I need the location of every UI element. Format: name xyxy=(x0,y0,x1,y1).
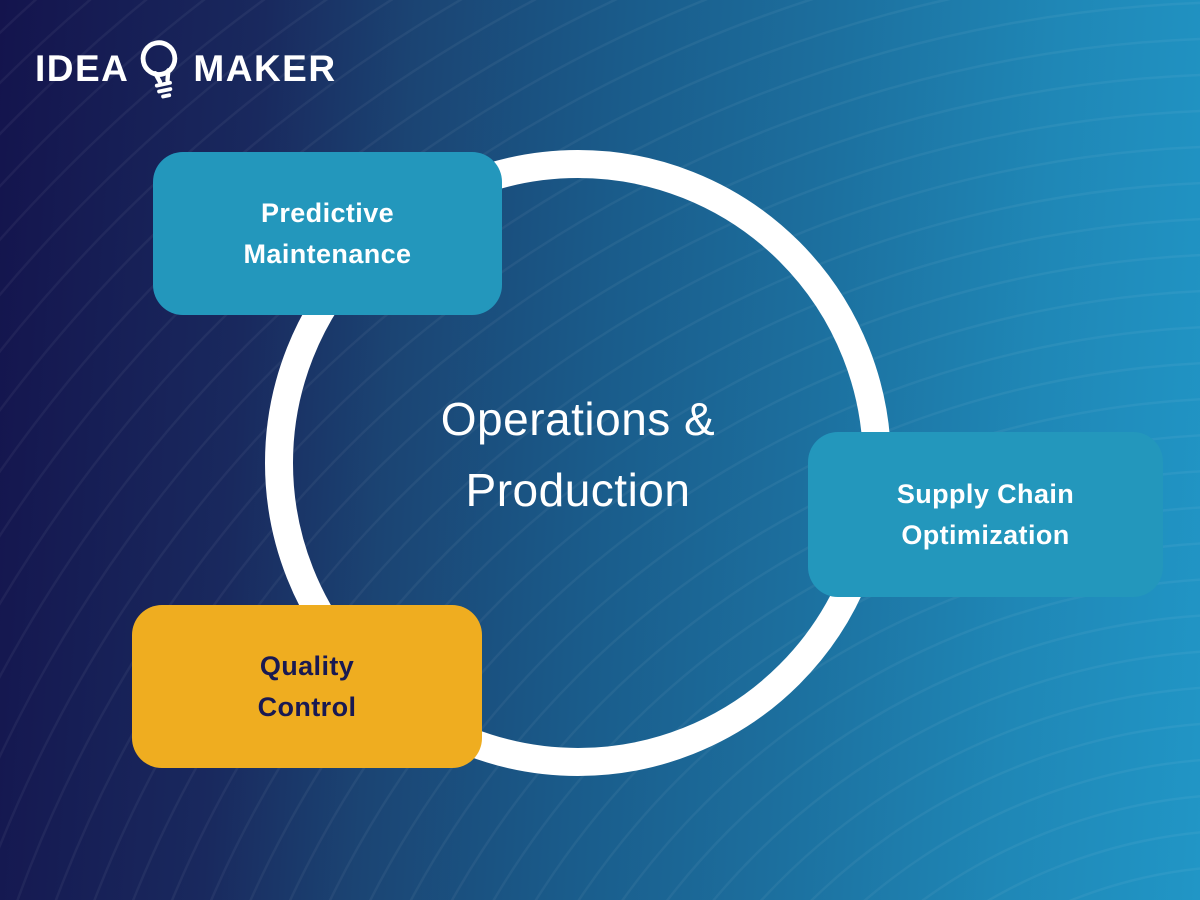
ideamaker-logo: IDEA MAKER xyxy=(35,40,337,99)
card-quality-line2: Control xyxy=(257,691,357,722)
card-supply-line1: Supply Chain xyxy=(896,478,1075,509)
center-title-line2: Production xyxy=(465,464,691,516)
card-quality-control: Quality Control xyxy=(132,605,482,768)
card-quality-line1: Quality xyxy=(259,650,355,681)
card-predictive-line1: Predictive xyxy=(260,197,395,228)
center-title-line1: Operations & xyxy=(440,393,716,445)
center-title: Operations & Production xyxy=(441,384,715,526)
card-predictive-maintenance: Predictive Maintenance xyxy=(153,152,502,315)
lightbulb-icon xyxy=(141,40,178,99)
card-predictive-line2: Maintenance xyxy=(243,238,412,269)
logo-word-maker: MAKER xyxy=(193,47,337,89)
logo-word-idea: IDEA xyxy=(35,47,130,89)
card-supply-chain-optimization: Supply Chain Optimization xyxy=(808,432,1163,597)
card-supply-line2: Optimization xyxy=(901,519,1070,550)
